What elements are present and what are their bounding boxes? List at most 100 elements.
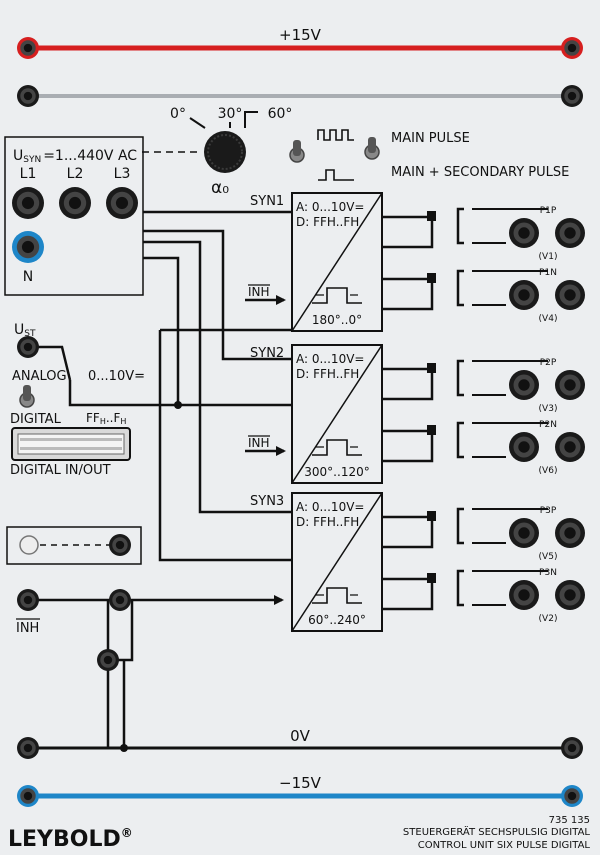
digital-io-connector[interactable] xyxy=(11,427,131,461)
analog-digital-switch[interactable] xyxy=(19,385,35,408)
socket-p2n-cathode[interactable] xyxy=(555,432,585,462)
zero-rail-label: 0V xyxy=(290,727,311,745)
socket-p1n-cathode-hole xyxy=(564,289,576,301)
connector-inner xyxy=(17,433,125,455)
socket-p3n-cathode-hole xyxy=(564,589,576,601)
socket-zero-right[interactable] xyxy=(561,737,583,759)
mode-toggle-left[interactable] xyxy=(289,140,305,163)
knob-scale-0: 0° xyxy=(170,106,186,122)
socket-l2[interactable] xyxy=(59,187,91,219)
socket-plus15-right-hole xyxy=(567,43,577,53)
socket-p3n-gate[interactable] xyxy=(509,580,539,610)
minus-15v-rail: −15V xyxy=(28,774,572,799)
socket-l1[interactable] xyxy=(12,187,44,219)
knob-body[interactable] xyxy=(204,131,246,173)
socket-feedback-hole xyxy=(115,540,125,550)
socket-l2-hole xyxy=(68,196,82,210)
socket-inh-right[interactable] xyxy=(109,589,131,611)
socket-p2p-gate[interactable] xyxy=(509,370,539,400)
block-syn-label: SYN1 xyxy=(250,194,284,209)
output-label: P2P xyxy=(540,358,557,368)
socket-p3n-cathode[interactable] xyxy=(555,580,585,610)
transformer-bracket xyxy=(456,569,464,607)
output-valve: (V5) xyxy=(539,552,558,562)
knob-scale-30: 30° xyxy=(218,106,243,122)
socket-plus15-left-hole xyxy=(23,43,33,53)
left-controls: UST ANALOG 0...10V= DIGITAL FFH..FH DIGI… xyxy=(6,322,145,636)
socket-inh-left-hole xyxy=(23,595,33,605)
socket-feedback[interactable] xyxy=(109,534,131,556)
socket-p3n-gate-hole xyxy=(518,589,530,601)
block-analog-line: A: 0...10V= xyxy=(296,352,364,366)
ad-switch-lever xyxy=(23,385,31,401)
socket-p1p-gate[interactable] xyxy=(509,218,539,248)
pulse-window-icon xyxy=(312,587,362,604)
socket-p1p-cathode[interactable] xyxy=(555,218,585,248)
socket-ust-hole xyxy=(23,342,33,352)
socket-p2n-gate[interactable] xyxy=(509,432,539,462)
digital-label: DIGITAL xyxy=(10,412,62,427)
output-node xyxy=(427,211,436,221)
alpha-knob-group: 0° 30° 60° α₀ xyxy=(142,106,292,198)
socket-n-hole xyxy=(21,240,35,254)
block-digital-line: D: FFH..FH xyxy=(296,367,359,381)
socket-zero-left[interactable] xyxy=(17,737,39,759)
socket-p2n-cathode-hole xyxy=(564,441,576,453)
pulse-window-icon xyxy=(312,439,362,456)
socket-p2p-cathode[interactable] xyxy=(555,370,585,400)
analog-range-label: 0...10V= xyxy=(88,369,145,384)
socket-p1n-cathode[interactable] xyxy=(555,280,585,310)
output-node xyxy=(427,573,436,583)
socket-minus15-left[interactable] xyxy=(17,785,39,807)
product-name-en: CONTROL UNIT SIX PULSE DIGITAL xyxy=(418,840,591,851)
socket-plus15-right[interactable] xyxy=(561,37,583,59)
block-analog-line: A: 0...10V= xyxy=(296,500,364,514)
socket-p3p-gate[interactable] xyxy=(509,518,539,548)
socket-grey-left[interactable] xyxy=(17,85,39,107)
socket-n[interactable] xyxy=(12,231,44,263)
output-valve: (V4) xyxy=(539,314,558,324)
catalog-number: 735 135 xyxy=(549,815,590,826)
socket-inh-left[interactable] xyxy=(17,589,39,611)
transformer-bracket xyxy=(456,421,464,459)
socket-minus15-left-hole xyxy=(23,791,33,801)
block-inh-label: INH xyxy=(248,436,270,450)
mode-toggle-right[interactable] xyxy=(364,137,380,160)
socket-plus15-left[interactable] xyxy=(17,37,39,59)
transformer-lines xyxy=(472,508,548,544)
socket-minus15-right[interactable] xyxy=(561,785,583,807)
block-diagonal xyxy=(291,492,383,632)
mode-selector: MAIN PULSE MAIN + SECONDARY PULSE xyxy=(289,129,569,181)
output-channel-1: P1P(V1) xyxy=(382,206,557,262)
output-wire-loop xyxy=(382,277,434,311)
socket-l3[interactable] xyxy=(106,187,138,219)
block-digital-line: D: FFH..FH xyxy=(296,515,359,529)
output-wire-loop xyxy=(382,215,434,249)
knob-tick-60 xyxy=(244,111,258,128)
output-label: P3P xyxy=(540,506,557,516)
wire-syn3 xyxy=(143,240,292,514)
output-channel-5: P3P (V5) xyxy=(382,506,557,562)
ff-range-label: FFH..FH xyxy=(86,411,126,426)
socket-p3p-cathode[interactable] xyxy=(555,518,585,548)
socket-grey-right[interactable] xyxy=(561,85,583,107)
transformer-bracket xyxy=(456,507,464,545)
n-label: N xyxy=(23,269,33,285)
socket-ust[interactable] xyxy=(17,336,39,358)
output-wire-loop xyxy=(382,429,434,463)
output-valve: (V3) xyxy=(539,404,558,414)
socket-p1n-gate[interactable] xyxy=(509,280,539,310)
minus-rail-label: −15V xyxy=(279,774,322,792)
wire-ust xyxy=(38,345,72,381)
block-angle-range: 60°..240° xyxy=(308,613,366,627)
socket-zero-tap[interactable] xyxy=(97,649,119,671)
feedback-lamp-icon xyxy=(19,535,39,555)
alpha-knob[interactable] xyxy=(204,131,246,173)
block-angle-range: 180°..0° xyxy=(312,313,362,327)
block-syn-label: SYN2 xyxy=(250,346,284,361)
socket-zero-left-hole xyxy=(23,743,33,753)
